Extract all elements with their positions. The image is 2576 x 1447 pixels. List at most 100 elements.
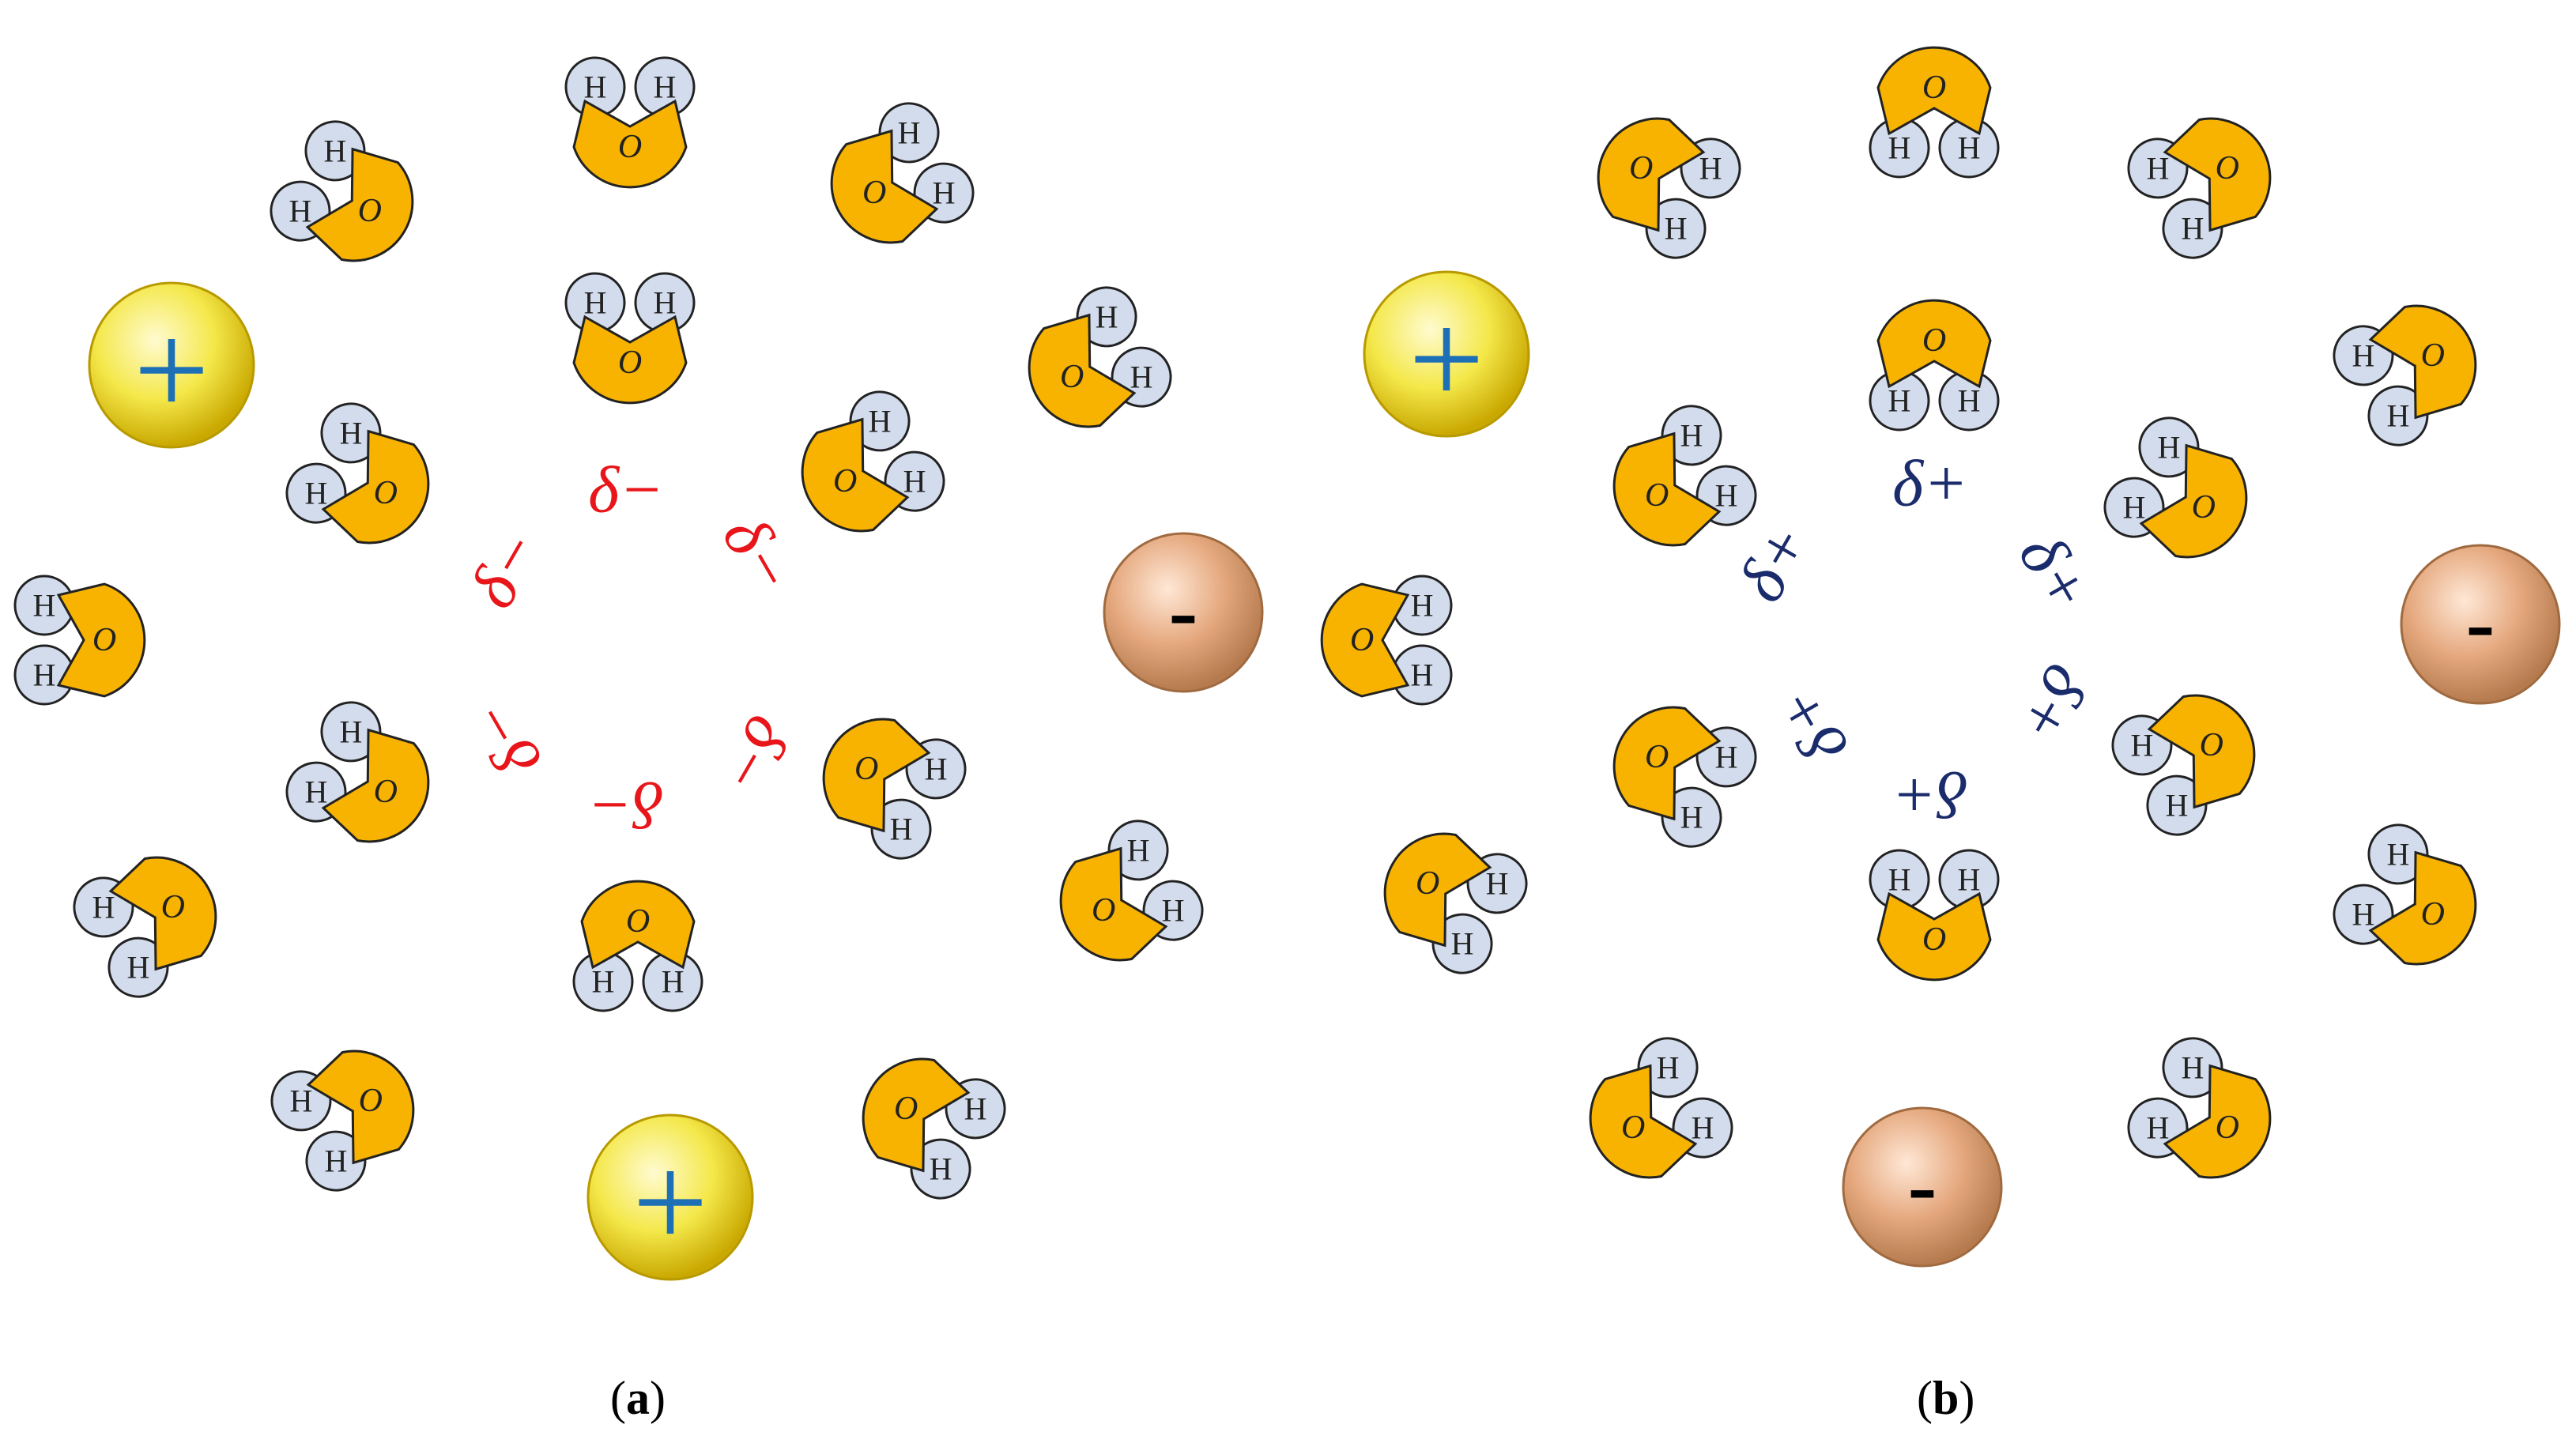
oxygen-atom (572, 315, 688, 405)
water-molecule: HHO (270, 120, 414, 262)
oxygen-label: O (618, 129, 642, 165)
oxygen-label: O (358, 193, 382, 229)
oxygen-atom (1320, 582, 1410, 698)
plus-sign: + (134, 296, 209, 444)
oxygen-label: O (1621, 1110, 1645, 1146)
oxygen-atom (801, 417, 910, 533)
hydrogen-label: H (898, 115, 921, 150)
hydrogen-label: H (890, 812, 913, 847)
hydrogen-label: H (1096, 299, 1118, 334)
caption-open-paren: ( (1917, 1372, 1933, 1424)
partial-charge-label: δ+ (1762, 674, 1863, 776)
oxygen-label: O (2200, 727, 2223, 763)
hydrogen-label: H (1692, 1110, 1714, 1146)
hydrogen-label: H (925, 751, 948, 786)
hydrogen-label: H (2158, 429, 2181, 465)
caption-letter: b (1932, 1372, 1959, 1424)
hydrogen-label: H (1680, 800, 1703, 835)
hydrogen-label: H (1715, 478, 1738, 514)
caption-close-paren: ) (649, 1372, 666, 1424)
hydrogen-label: H (930, 1151, 952, 1187)
plus-sign: + (1409, 285, 1484, 433)
caption-letter: a (625, 1372, 650, 1424)
minus-sign: - (1908, 1137, 1937, 1234)
hydrogen-label: H (662, 964, 685, 1000)
hydrogen-label: H (592, 964, 615, 1000)
partial-charge-label: δ+ (2005, 522, 2106, 624)
water-molecule: HHO (285, 402, 430, 545)
oxygen-label: O (618, 345, 642, 381)
oxygen-label: O (894, 1091, 918, 1127)
oxygen-atom (1876, 46, 1992, 136)
water-molecule: HHO (1597, 117, 1741, 259)
oxygen-label: O (2421, 896, 2445, 933)
hydrogen-label: H (1127, 832, 1150, 868)
oxygen-atom (108, 856, 217, 971)
oxygen-atom (1876, 299, 1992, 389)
oxygen-atom (2368, 850, 2477, 966)
hydrogen-label: H (305, 774, 328, 810)
oxygen-atom (1028, 313, 1137, 428)
oxygen-label: O (359, 1083, 383, 1119)
anion: - (2400, 544, 2561, 705)
oxygen-label: O (854, 751, 878, 787)
hydrogen-label: H (964, 1091, 987, 1126)
partial-charge-label: δ− (588, 454, 664, 527)
anion-sphere (1842, 1106, 2003, 1268)
oxygen-atom (2139, 443, 2248, 559)
hydrogen-label: H (33, 588, 56, 624)
water-molecule: HHO (2333, 823, 2477, 966)
cation: + (1363, 270, 1530, 438)
hydrogen-label: H (2387, 836, 2410, 872)
hydrogen-label: H (1657, 1049, 1680, 1085)
water-molecule: HHO (822, 718, 967, 860)
water-molecule: HHO (2127, 1037, 2272, 1179)
hydrogen-label: H (903, 464, 926, 499)
hydrogen-label: H (325, 1144, 348, 1179)
cation: + (88, 281, 255, 449)
hydrogen-label: H (2123, 490, 2146, 526)
hydrogen-label: H (869, 403, 892, 439)
hydrogen-label: H (1411, 658, 1434, 693)
water-molecule: HHO (1612, 706, 1757, 848)
water-molecule: HHO (1869, 299, 2000, 431)
oxygen-atom (306, 1049, 415, 1165)
hydrogen-label: H (933, 175, 956, 211)
hydrogen-label: H (654, 285, 677, 321)
hydrogen-label: H (2147, 150, 2170, 186)
minus-sign: - (2466, 575, 2495, 671)
oxygen-atom (1383, 832, 1492, 948)
oxygen-label: O (1060, 359, 1084, 395)
hydrogen-label: H (1699, 150, 1722, 186)
minus-sign: - (1169, 563, 1198, 659)
anion-sphere (1103, 532, 1264, 693)
cation-sphere (88, 281, 255, 449)
hydrogen-label: H (1486, 865, 1509, 901)
hydrogen-label: H (2387, 398, 2410, 434)
partial-charge-label: δ+ (2002, 652, 2103, 754)
oxygen-atom (305, 147, 414, 262)
hydrogen-label: H (654, 70, 677, 105)
water-molecule: HHO (1028, 286, 1172, 428)
hydrogen-label: H (1680, 417, 1703, 453)
hydrogen-label: H (1715, 739, 1738, 774)
oxygen-atom (580, 880, 696, 970)
water-molecule: HHO (13, 575, 146, 706)
water-molecule: HHO (572, 880, 703, 1012)
partial-charge-label: δ− (455, 688, 556, 789)
water-molecule: HHO (1383, 832, 1528, 974)
oxygen-label: O (1092, 892, 1115, 929)
oxygen-atom (1589, 1064, 1698, 1179)
hydrogen-label: H (340, 415, 363, 450)
water-molecule: HHO (285, 701, 430, 843)
partial-charge-label: δ+ (1724, 511, 1825, 613)
oxygen-label: O (2216, 150, 2239, 187)
hydrogen-label: H (584, 70, 607, 105)
